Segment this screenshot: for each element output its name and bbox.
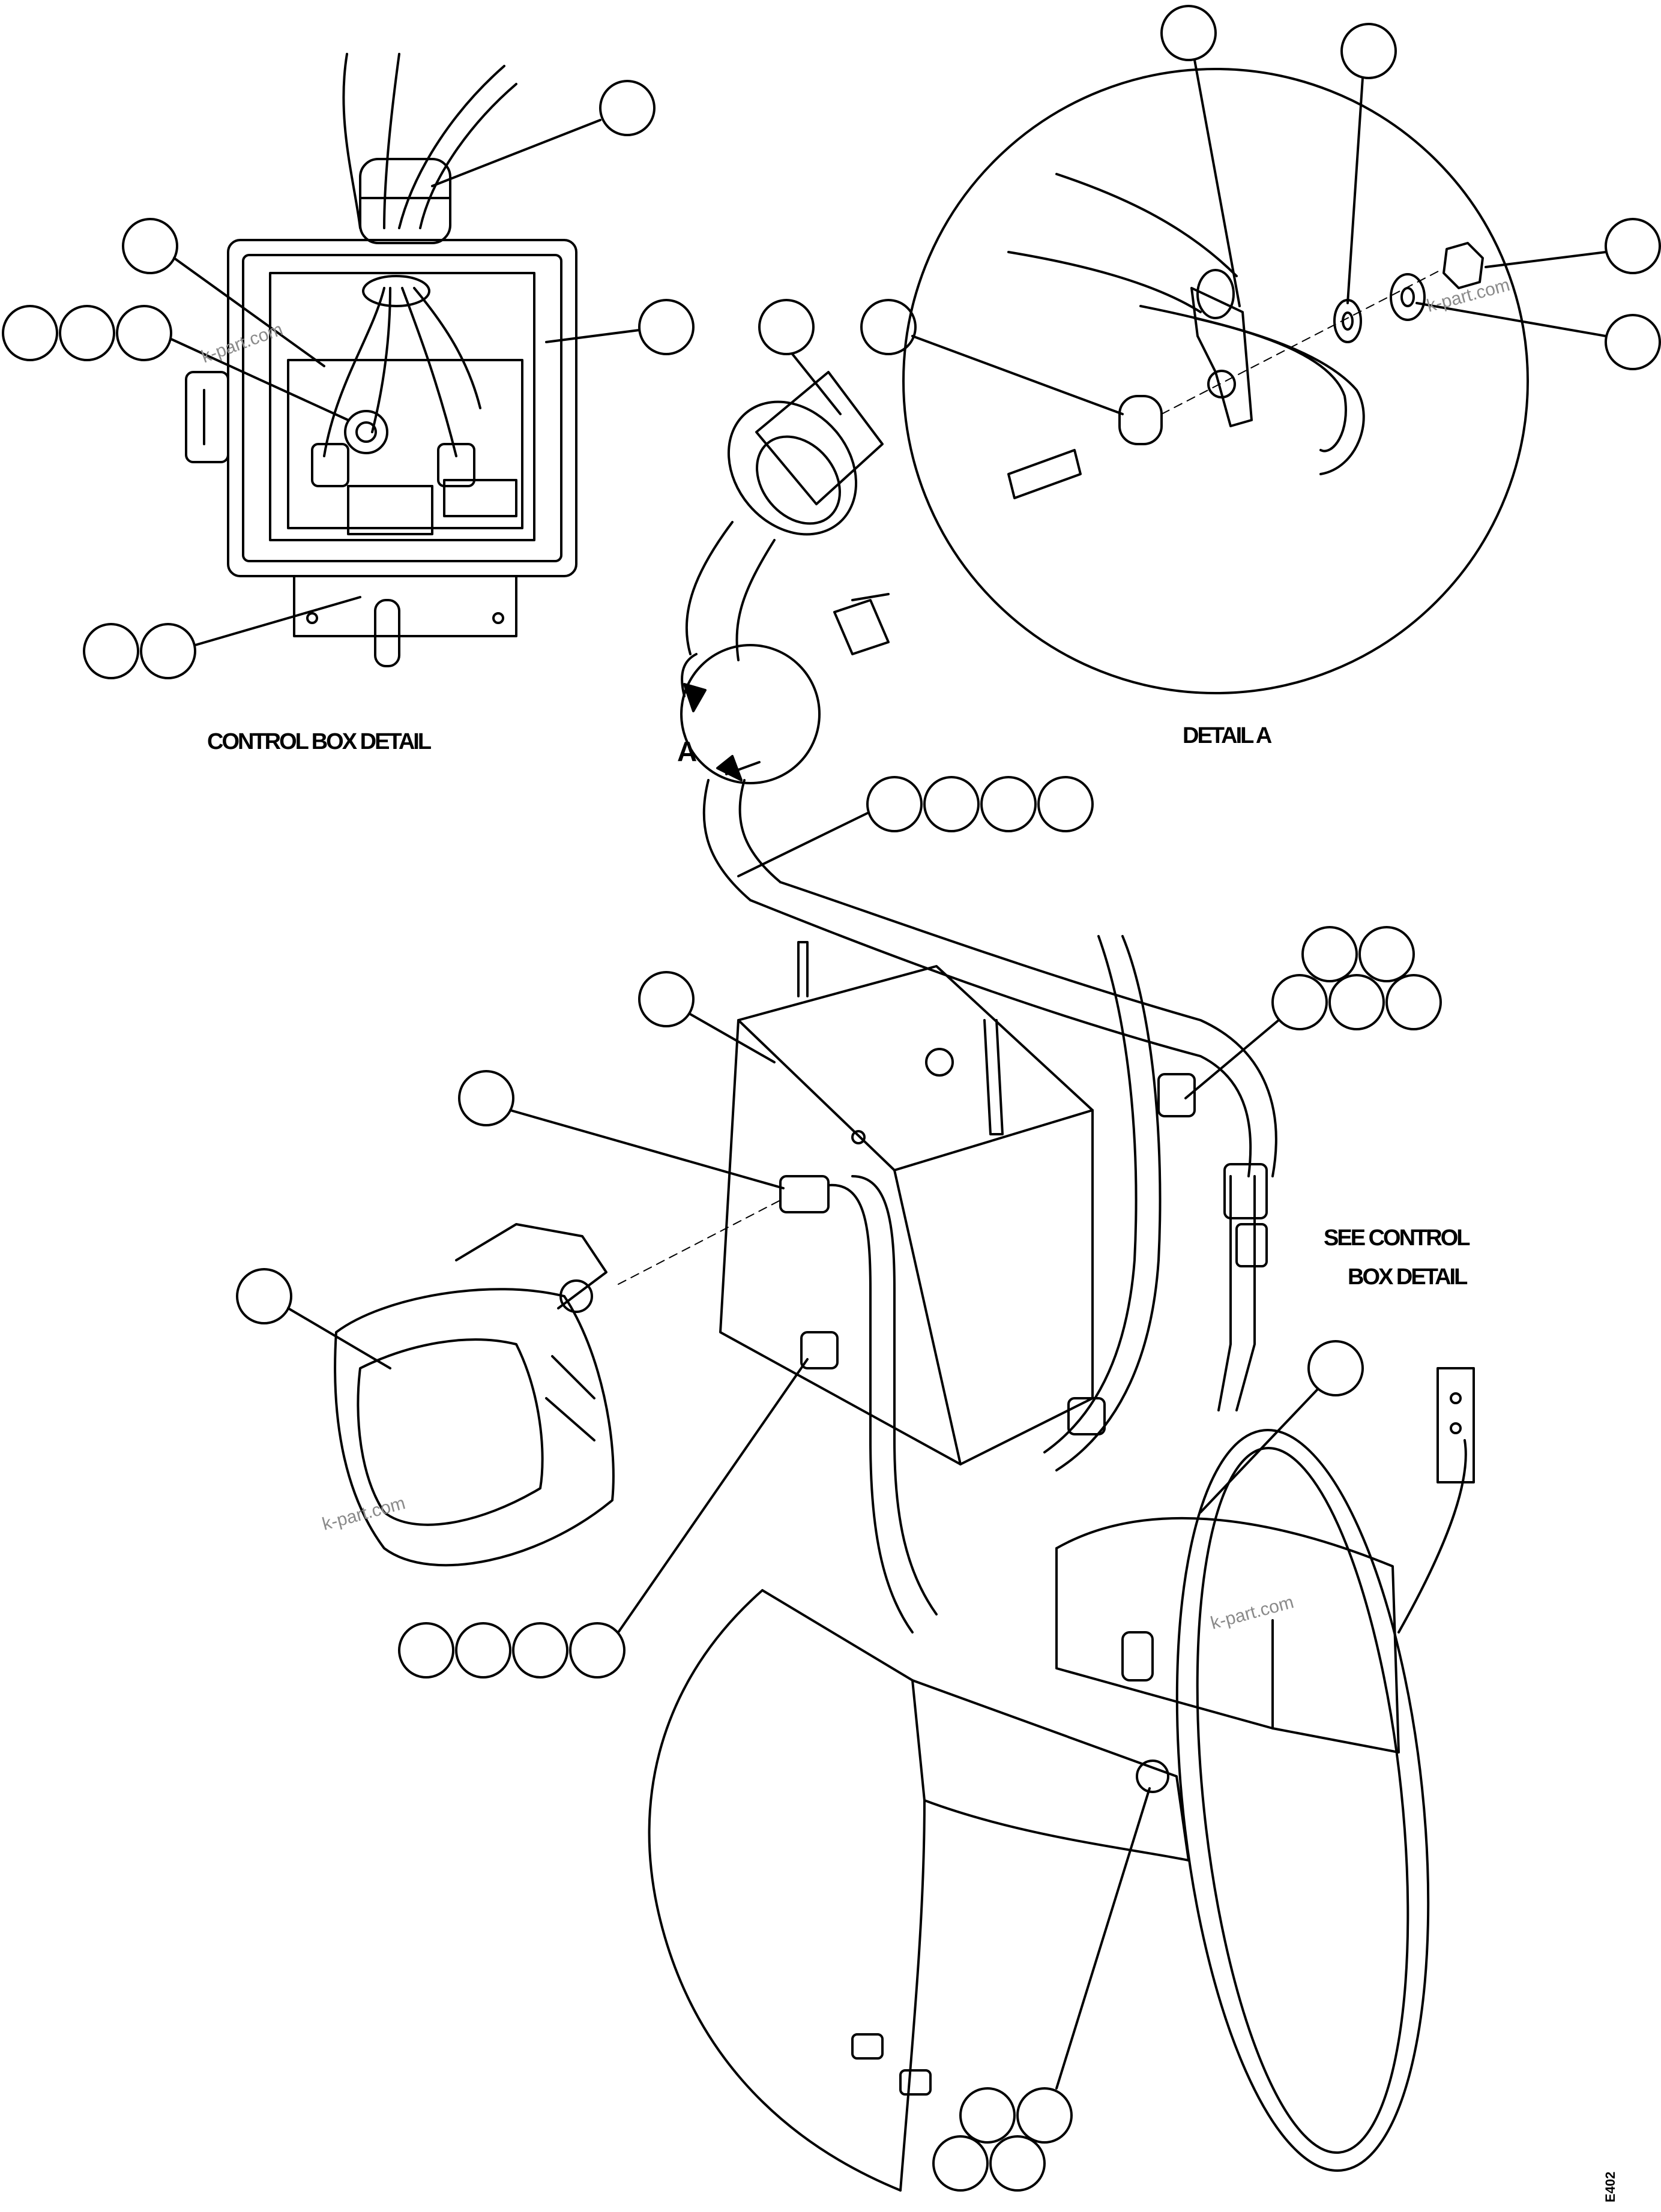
see-control-label-2: BOX DETAIL — [1348, 1264, 1468, 1290]
see-control-label-1: SEE CONTROL — [1324, 1225, 1470, 1251]
callouts-main — [236, 299, 1442, 2192]
detail-a — [902, 68, 1529, 694]
detail-a-label: DETAIL A — [1183, 723, 1272, 748]
drawing-code: E402 — [1603, 2172, 1618, 2202]
main-assembly: A — [334, 371, 1475, 2192]
watermark-4: k-part.com — [1208, 1592, 1295, 1633]
callouts-detail-a — [860, 5, 1661, 415]
control-box-detail-label: CONTROL BOX DETAIL — [207, 729, 432, 754]
callouts-control-box — [2, 80, 695, 679]
view-marker-a: A — [677, 736, 697, 767]
control-box-detail — [185, 53, 577, 667]
watermark-2: k-part.com — [1424, 275, 1512, 316]
watermark-3: k-part.com — [320, 1493, 407, 1534]
